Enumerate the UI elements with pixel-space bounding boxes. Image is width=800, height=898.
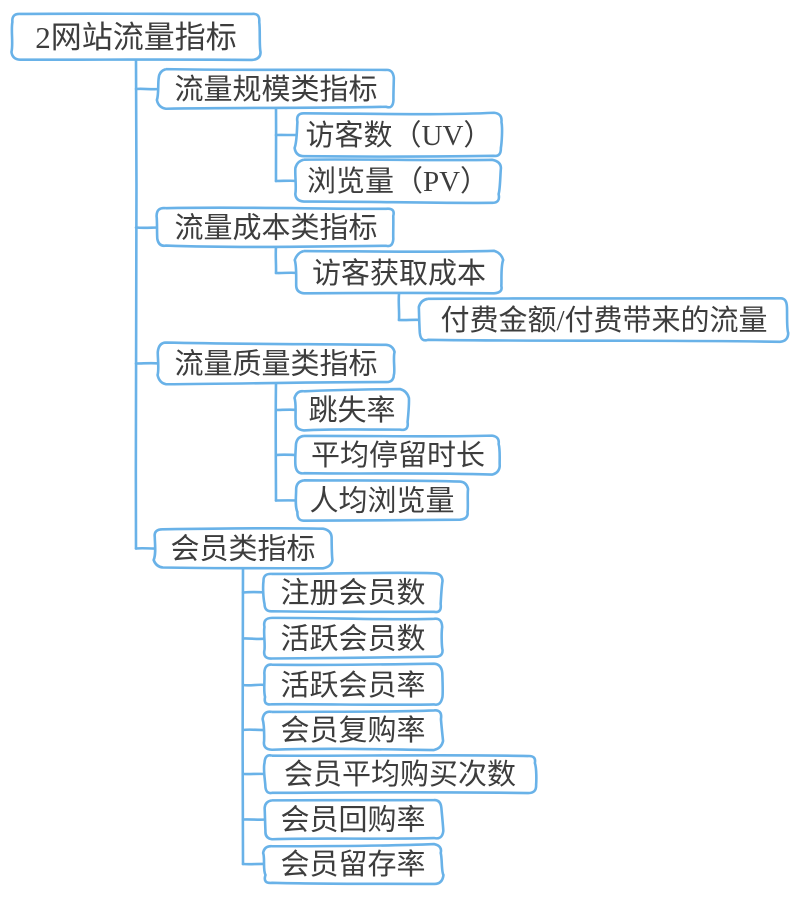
mindmap-node-b3c2[interactable]: 平均停留时长: [293, 434, 502, 476]
connector-trunk: [134, 58, 138, 550]
node-box: [155, 67, 396, 111]
mindmap-node-b4c3[interactable]: 活跃会员率: [262, 662, 444, 707]
node-label: 活跃会员数: [280, 623, 425, 656]
mindmap-node-b3c1[interactable]: 跳失率: [293, 387, 411, 432]
node-label: 会员平均购买次数: [284, 758, 516, 791]
node-box: [261, 709, 445, 752]
node-box: [262, 662, 444, 707]
node-box: [263, 798, 445, 841]
node-box: [293, 111, 504, 158]
node-box: [10, 12, 262, 62]
node-box: [293, 387, 411, 432]
mindmap-node-b2[interactable]: 流量成本类指标: [155, 206, 395, 249]
node-label: 注册会员数: [280, 577, 425, 610]
connector-stub: [241, 683, 267, 687]
mindmap-node-root[interactable]: 2网站流量指标: [10, 12, 262, 62]
node-label: 付费金额/付费带来的流量: [440, 304, 767, 337]
node-box: [152, 526, 334, 570]
node-label: 流量规模类指标: [174, 73, 377, 106]
node-label: 活跃会员率: [280, 669, 425, 702]
node-box: [293, 249, 505, 295]
node-label: 访客数（UV）: [306, 119, 493, 152]
node-label: 会员复购率: [280, 714, 425, 747]
node-label: 会员留存率: [280, 848, 425, 881]
mindmap-node-b2c1[interactable]: 访客获取成本: [293, 249, 505, 295]
mindmap-node-b3c3[interactable]: 人均浏览量: [294, 479, 470, 522]
mindmap-node-b1[interactable]: 流量规模类指标: [155, 67, 396, 111]
mindmap-node-b1c2[interactable]: 浏览量（PV）: [293, 158, 503, 205]
node-box: [294, 479, 470, 522]
node-label: 会员回购率: [280, 804, 425, 837]
node-label: 浏览量（PV）: [307, 165, 489, 198]
node-box: [261, 571, 444, 614]
node-box: [262, 616, 444, 660]
node-box: [156, 341, 396, 386]
connector-stub: [241, 637, 267, 641]
node-label: 2网站流量指标: [35, 20, 237, 55]
node-box: [155, 206, 395, 249]
mindmap-node-b4[interactable]: 会员类指标: [152, 526, 334, 570]
node-label: 平均停留时长: [311, 439, 485, 472]
mindmap-node-b4c5[interactable]: 会员平均购买次数: [262, 753, 538, 795]
mindmap-node-b4c2[interactable]: 活跃会员数: [262, 616, 444, 660]
mindmap-node-b1c1[interactable]: 访客数（UV）: [293, 111, 504, 158]
node-box: [261, 842, 445, 886]
node-label: 流量成本类指标: [174, 212, 377, 245]
node-box: [293, 434, 502, 476]
node-label: 人均浏览量: [309, 485, 454, 518]
mindmap-node-b4c7[interactable]: 会员留存率: [261, 842, 445, 886]
mindmap-node-b4c4[interactable]: 会员复购率: [261, 709, 445, 752]
mindmap-node-b4c6[interactable]: 会员回购率: [263, 798, 445, 841]
node-label: 会员类指标: [170, 533, 315, 566]
mindmap-node-b4c1[interactable]: 注册会员数: [261, 571, 444, 614]
node-box: [262, 753, 538, 795]
node-box: [417, 296, 790, 344]
node-box: [293, 158, 503, 205]
mindmap-node-b3[interactable]: 流量质量类指标: [156, 341, 396, 386]
node-label: 访客获取成本: [312, 257, 486, 290]
mindmap-node-b2c1c1[interactable]: 付费金额/付费带来的流量: [417, 296, 790, 344]
node-label: 流量质量类指标: [174, 348, 377, 381]
node-label: 跳失率: [308, 394, 395, 427]
